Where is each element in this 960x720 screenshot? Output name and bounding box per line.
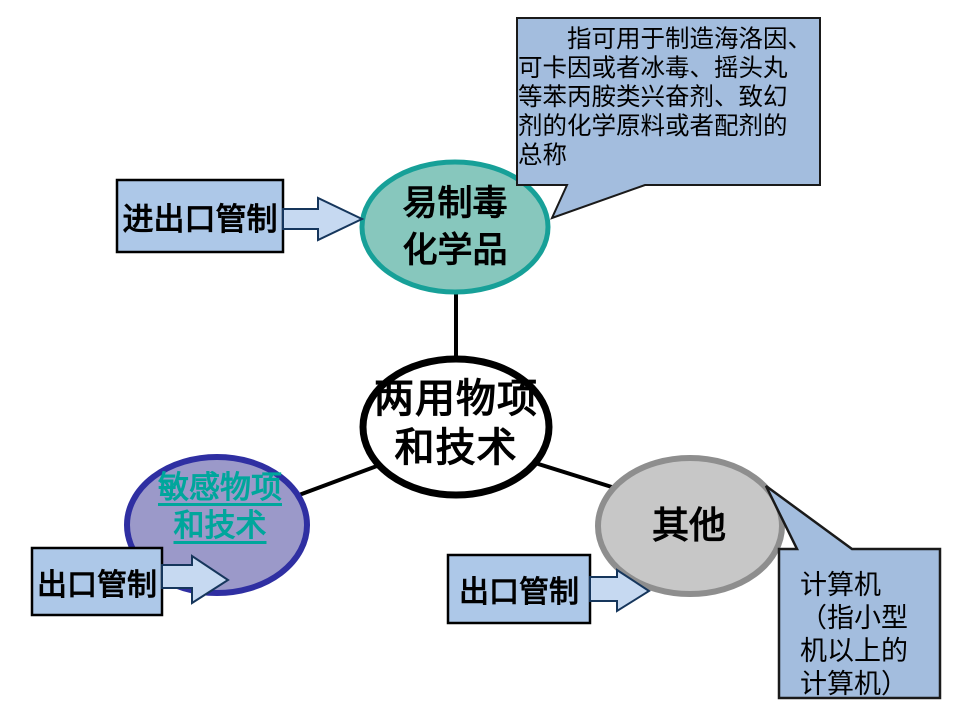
precursor-chemicals-label: 易制毒 化学品 bbox=[402, 184, 508, 270]
other-note-callout bbox=[764, 484, 942, 700]
export-control-left-box bbox=[30, 546, 164, 617]
import-export-arrow-icon bbox=[282, 196, 365, 242]
other-node-label: 其他 bbox=[652, 505, 726, 546]
import-export-control-label: 进出口管制 bbox=[122, 201, 278, 237]
sensitive-items-link-label[interactable]: 敏感物项 和技术 bbox=[158, 470, 282, 543]
export-control-bottom-box bbox=[446, 553, 592, 625]
sensitive-items-node bbox=[124, 454, 310, 596]
other-note-text: 计算机 （指小型 机以上的 计算机） bbox=[800, 570, 908, 699]
precursor-chemicals-node bbox=[359, 159, 551, 295]
other-node bbox=[595, 455, 785, 597]
import-export-control-box bbox=[115, 178, 285, 254]
export-control-bottom-label: 出口管制 bbox=[459, 576, 579, 609]
precursor-note-text: 指可用于制造海洛因、 可卡因或者冰毒、摇头丸 等苯丙胺类兴奋剂、致幻 剂的化学原… bbox=[518, 26, 812, 169]
export-control-left-label: 出口管制 bbox=[37, 568, 157, 602]
export-left-arrow-icon bbox=[161, 554, 230, 605]
precursor-note-callout bbox=[516, 17, 821, 220]
center-node bbox=[359, 355, 553, 499]
center-node-label: 两用物项 和技术 bbox=[374, 377, 538, 470]
export-bottom-arrow-icon bbox=[589, 568, 651, 613]
